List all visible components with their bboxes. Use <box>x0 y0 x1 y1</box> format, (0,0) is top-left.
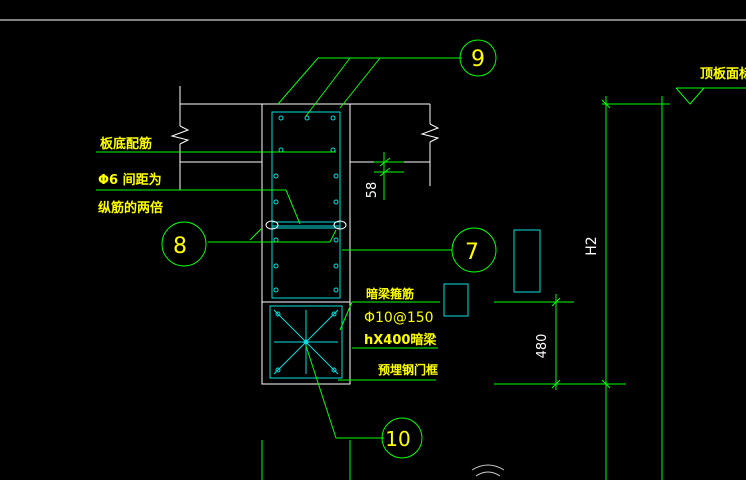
rebar-cage <box>269 111 343 379</box>
hidden-beam-size-label: hX400暗梁 <box>364 332 437 348</box>
leader-lines <box>96 57 462 439</box>
concrete-outline <box>170 86 440 385</box>
tie-hooks <box>265 220 347 230</box>
bottom-rebar-label: 板底配筋 <box>100 136 152 152</box>
dimension-lines <box>261 87 746 480</box>
hidden-beam-stirrup-label: 暗梁箍筋 <box>366 286 414 301</box>
callout-10-label: 10 <box>385 427 410 451</box>
side-sections <box>443 229 541 317</box>
dimension-480: 480 <box>535 334 550 359</box>
callout-9: 9 <box>459 39 497 77</box>
callout-7: 7 <box>451 227 497 273</box>
callout-10: 10 <box>381 417 423 459</box>
callout-9-label: 9 <box>471 47 485 72</box>
embedded-frame-label: 预埋钢门框 <box>378 362 438 377</box>
dimension-58: 58 <box>365 182 380 199</box>
stirrup-spec-label: Φ10@150 <box>364 310 434 326</box>
callout-8: 8 <box>161 221 207 267</box>
bottom-hatch <box>471 464 505 477</box>
stirrup-spacing-label-2: 纵筋的两倍 <box>98 200 163 216</box>
callout-8-label: 8 <box>173 234 187 259</box>
slab-top-elevation-label: 顶板面标高 <box>700 66 746 82</box>
stirrup-spacing-label-1: Φ6 间距为 <box>98 172 162 188</box>
callout-7-label: 7 <box>465 240 479 265</box>
dimension-h2: H2 <box>584 236 600 255</box>
